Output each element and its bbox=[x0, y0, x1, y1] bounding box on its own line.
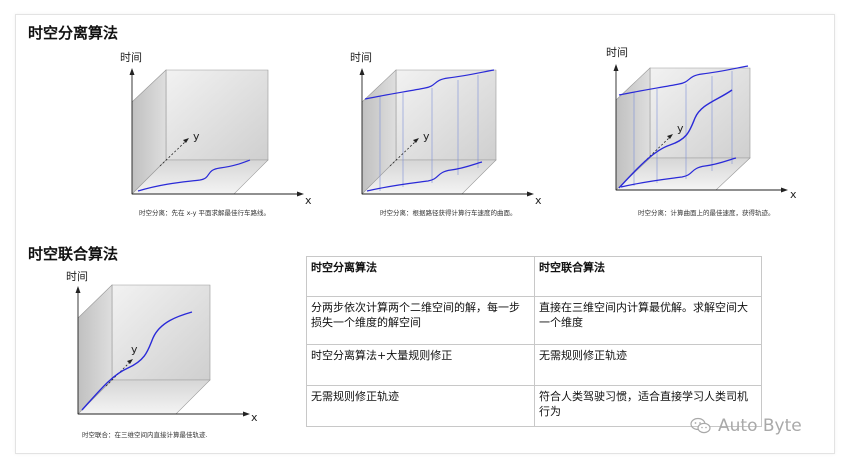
watermark: Auto Byte bbox=[690, 416, 802, 436]
wechat-icon bbox=[690, 417, 711, 434]
table-cell: 符合人类驾驶习惯，适合直接学习人类司机行为 bbox=[534, 385, 762, 427]
y-axis-label: y bbox=[131, 343, 138, 356]
table-header-row: 时空分离算法 时空联合算法 bbox=[306, 256, 762, 297]
content-frame bbox=[15, 14, 835, 454]
diagram-caption: 时空分离：先在 x-y 平面求解最佳行车路线。 bbox=[139, 209, 271, 217]
x-axis-label: x bbox=[251, 411, 258, 424]
table-header-cell: 时空分离算法 bbox=[306, 256, 535, 297]
table-cell: 直接在三维空间内计算最优解。求解空间大一个维度 bbox=[534, 296, 762, 345]
section-title-separated: 时空分离算法 bbox=[28, 24, 119, 42]
time-axis-label: 时间 bbox=[66, 270, 88, 283]
x-axis-label: x bbox=[305, 194, 312, 207]
table-cell: 无需规则修正轨迹 bbox=[306, 385, 535, 427]
table-header-cell: 时空联合算法 bbox=[534, 256, 762, 297]
diagram-caption: 时空联合：在三维空间内直接计算最佳轨迹. bbox=[82, 431, 208, 439]
table-cell: 无需规则修正轨迹 bbox=[534, 344, 762, 386]
y-axis-label: y bbox=[423, 130, 430, 143]
y-axis-label: y bbox=[677, 122, 684, 135]
diagram-caption: 时空分离：计算曲面上的最佳速度，获得轨迹。 bbox=[638, 209, 775, 217]
section-title-joint: 时空联合算法 bbox=[28, 245, 119, 263]
x-axis-label: x bbox=[535, 194, 542, 207]
time-axis-label: 时间 bbox=[350, 51, 372, 64]
time-axis-label: 时间 bbox=[606, 46, 628, 59]
table-row: 无需规则修正轨迹 符合人类驾驶习惯，适合直接学习人类司机行为 bbox=[306, 385, 762, 427]
comparison-table: 时空分离算法 时空联合算法 分两步依次计算两个二维空间的解，每一步损失一个维度的… bbox=[306, 256, 762, 427]
time-axis-label: 时间 bbox=[120, 51, 142, 64]
table-row: 时空分离算法+大量规则修正 无需规则修正轨迹 bbox=[306, 344, 762, 386]
y-axis-label: y bbox=[193, 130, 200, 143]
table-cell: 分两步依次计算两个二维空间的解，每一步损失一个维度的解空间 bbox=[306, 296, 535, 345]
watermark-text: Auto Byte bbox=[718, 416, 802, 436]
table-cell: 时空分离算法+大量规则修正 bbox=[306, 344, 535, 386]
diagram-caption: 时空分离：根据路径获得计算行车速度的曲面。 bbox=[380, 209, 517, 217]
table-row: 分两步依次计算两个二维空间的解，每一步损失一个维度的解空间 直接在三维空间内计算… bbox=[306, 296, 762, 345]
x-axis-label: x bbox=[790, 188, 797, 201]
